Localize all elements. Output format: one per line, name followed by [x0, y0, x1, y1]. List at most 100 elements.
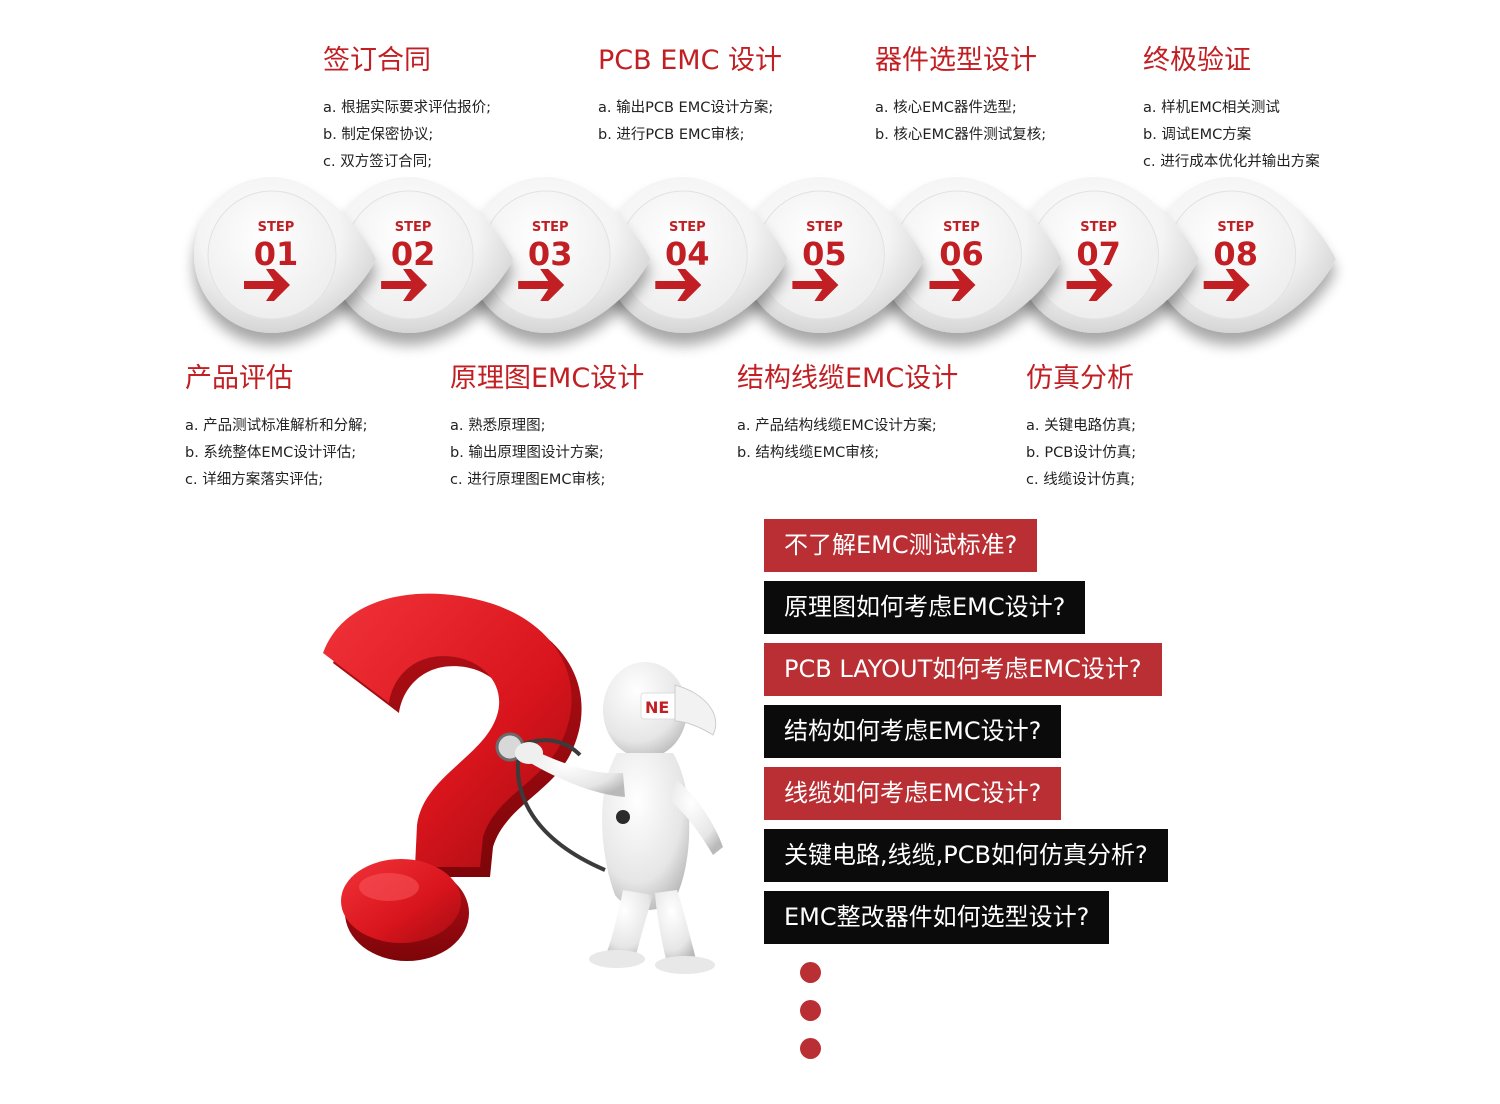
block-item: a. 熟悉原理图;	[450, 418, 546, 434]
block-item: a. 核心EMC器件选型;	[875, 100, 1017, 116]
question-box: 线缆如何考虑EMC设计?	[764, 767, 1062, 820]
question-box: 结构如何考虑EMC设计?	[764, 705, 1062, 758]
block-items: a. 熟悉原理图; b. 输出原理图设计方案; c. 进行原理图EMC审核;	[450, 413, 644, 494]
block-item: a. 样机EMC相关测试	[1143, 100, 1280, 116]
block-item: c. 双方签订合同;	[323, 154, 433, 170]
question-text: 线缆如何考虑EMC设计?	[784, 779, 1042, 807]
arrow-right-icon	[792, 269, 839, 301]
step-number: 02	[391, 235, 436, 273]
block-item: c. 进行成本优化并输出方案	[1143, 154, 1320, 170]
arrow-right-icon	[655, 269, 702, 301]
block-item: a. 输出PCB EMC设计方案;	[598, 100, 774, 116]
step-number: 03	[528, 235, 573, 273]
block-item: b. 结构线缆EMC审核;	[737, 445, 880, 461]
block-title: 仿真分析	[1026, 363, 1134, 394]
step-label: STEP	[669, 220, 706, 235]
question-mark-icon	[323, 593, 582, 961]
block-item: c. 详细方案落实评估;	[185, 472, 324, 488]
arrow-right-icon	[929, 269, 976, 301]
block-title: 结构线缆EMC设计	[737, 363, 959, 394]
arrow-right-icon	[1203, 269, 1250, 301]
block-item: b. 进行PCB EMC审核;	[598, 127, 745, 143]
block-items: a. 核心EMC器件选型; b. 核心EMC器件测试复核;	[875, 95, 1046, 149]
block-title: 原理图EMC设计	[450, 363, 645, 394]
block-title: 签订合同	[323, 45, 431, 76]
question-text: PCB LAYOUT如何考虑EMC设计?	[784, 655, 1142, 683]
block-item: b. 制定保密协议;	[323, 127, 434, 143]
block-schematic-emc-design: 原理图EMC设计 a. 熟悉原理图; b. 输出原理图设计方案; c. 进行原理…	[450, 356, 644, 494]
ellipsis-dot	[800, 1000, 821, 1021]
block-title: 终极验证	[1143, 45, 1251, 76]
question-text: EMC整改器件如何选型设计?	[784, 903, 1090, 931]
block-items: a. 产品测试标准解析和分解; b. 系统整体EMC设计评估; c. 详细方案落…	[185, 413, 368, 494]
block-item: b. 调试EMC方案	[1143, 127, 1252, 143]
step-label: STEP	[1080, 220, 1117, 235]
ellipsis-dot	[800, 1038, 821, 1059]
step-label: STEP	[1217, 220, 1254, 235]
block-title: 产品评估	[185, 363, 293, 394]
ellipsis-dot	[800, 962, 821, 983]
block-title: 器件选型设计	[875, 45, 1037, 76]
question-box: 不了解EMC测试标准?	[764, 519, 1038, 572]
question-illustration: NE	[305, 575, 745, 985]
arrow-right-icon	[1066, 269, 1113, 301]
question-text: 结构如何考虑EMC设计?	[784, 717, 1042, 745]
question-text: 不了解EMC测试标准?	[784, 531, 1018, 559]
block-item: b. 核心EMC器件测试复核;	[875, 127, 1047, 143]
block-final-verification: 终极验证 a. 样机EMC相关测试 b. 调试EMC方案 c. 进行成本优化并输…	[1143, 38, 1320, 176]
arrow-right-icon	[381, 269, 428, 301]
block-items: a. 样机EMC相关测试 b. 调试EMC方案 c. 进行成本优化并输出方案	[1143, 95, 1320, 176]
step-number: 06	[939, 235, 984, 273]
question-box: PCB LAYOUT如何考虑EMC设计?	[764, 643, 1162, 696]
question-box: 原理图如何考虑EMC设计?	[764, 581, 1086, 634]
steps-diagram: STEP08STEP07STEP06STEP05STEP04STEP03STEP…	[193, 177, 1336, 333]
block-sign-contract: 签订合同 a. 根据实际要求评估报价; b. 制定保密协议; c. 双方签订合同…	[323, 38, 491, 176]
step-number: 05	[802, 235, 847, 273]
block-items: a. 根据实际要求评估报价; b. 制定保密协议; c. 双方签订合同;	[323, 95, 491, 176]
block-item: c. 进行原理图EMC审核;	[450, 472, 606, 488]
question-box: EMC整改器件如何选型设计?	[764, 891, 1110, 944]
question-text: 原理图如何考虑EMC设计?	[784, 593, 1066, 621]
block-item: b. PCB设计仿真;	[1026, 445, 1137, 461]
step-label: STEP	[806, 220, 843, 235]
block-title: PCB EMC 设计	[598, 45, 783, 76]
step-disc-inner	[207, 190, 337, 320]
block-item: a. 产品测试标准解析和分解;	[185, 418, 368, 434]
block-component-selection: 器件选型设计 a. 核心EMC器件选型; b. 核心EMC器件测试复核;	[875, 38, 1046, 149]
block-item: b. 系统整体EMC设计评估;	[185, 445, 357, 461]
block-pcb-emc-design: PCB EMC 设计 a. 输出PCB EMC设计方案; b. 进行PCB EM…	[598, 38, 782, 149]
block-simulation-analysis: 仿真分析 a. 关键电路仿真; b. PCB设计仿真; c. 线缆设计仿真;	[1026, 356, 1136, 494]
logo-text: NE	[645, 698, 669, 717]
block-item: b. 输出原理图设计方案;	[450, 445, 604, 461]
question-text: 关键电路,线缆,PCB如何仿真分析?	[784, 841, 1148, 869]
block-product-evaluation: 产品评估 a. 产品测试标准解析和分解; b. 系统整体EMC设计评估; c. …	[185, 356, 368, 494]
arrow-right-icon	[518, 269, 565, 301]
arrow-right-icon	[244, 269, 290, 301]
step-label: STEP	[532, 220, 569, 235]
step-number: 08	[1213, 235, 1258, 273]
step-label: STEP	[943, 220, 980, 235]
block-item: a. 关键电路仿真;	[1026, 418, 1136, 434]
question-illustration-svg: NE	[323, 593, 723, 974]
block-item: a. 根据实际要求评估报价;	[323, 100, 491, 116]
block-items: a. 关键电路仿真; b. PCB设计仿真; c. 线缆设计仿真;	[1026, 413, 1136, 494]
block-item: c. 线缆设计仿真;	[1026, 472, 1136, 488]
step-number: 01	[254, 235, 299, 273]
step-number: 07	[1076, 235, 1121, 273]
step-label: STEP	[258, 220, 295, 235]
block-structure-cable-emc-design: 结构线缆EMC设计 a. 产品结构线缆EMC设计方案; b. 结构线缆EMC审核…	[737, 356, 958, 467]
step-label: STEP	[395, 220, 432, 235]
block-items: a. 输出PCB EMC设计方案; b. 进行PCB EMC审核;	[598, 95, 782, 149]
block-items: a. 产品结构线缆EMC设计方案; b. 结构线缆EMC审核;	[737, 413, 958, 467]
question-box: 关键电路,线缆,PCB如何仿真分析?	[764, 829, 1168, 882]
block-item: a. 产品结构线缆EMC设计方案;	[737, 418, 937, 434]
